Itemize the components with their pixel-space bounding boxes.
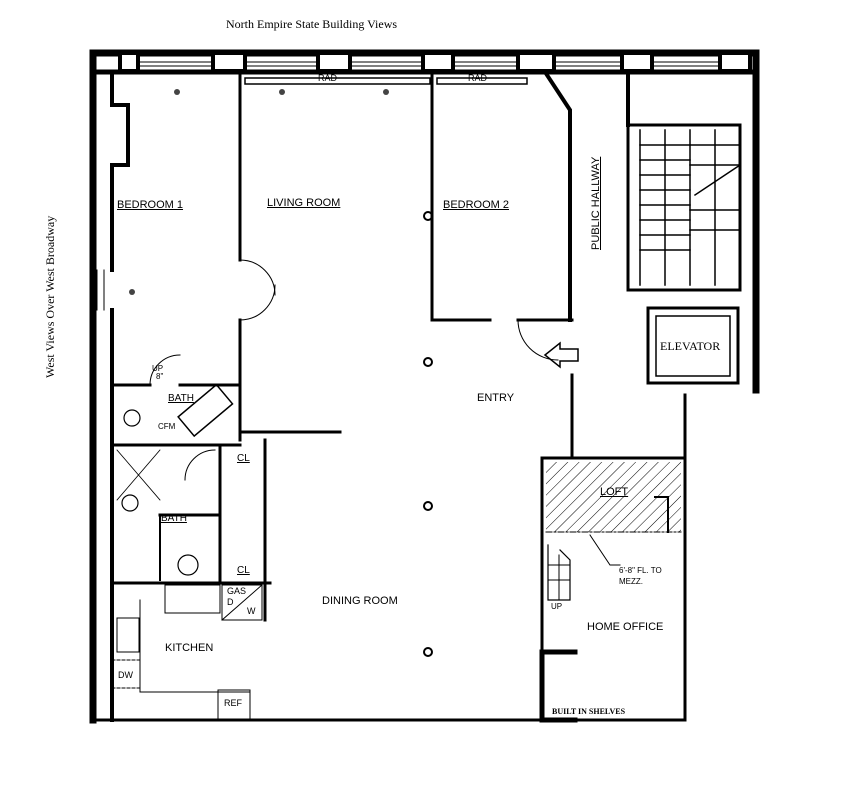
room-label-closet: CL [237,565,250,576]
room-label-living-room: LIVING ROOM [267,197,341,209]
room-label-closet: CL [237,453,250,464]
room-label-kitchen: KITCHEN [165,642,214,654]
room-label-home-office: HOME OFFICE [587,621,664,633]
step-up-label: UP [152,364,164,373]
room-label-bath: BATH [168,393,194,404]
north-views-label: North Empire State Building Views [226,17,398,31]
mezzanine-label: MEZZ. [619,577,643,586]
built-in-shelves-label: BUILT IN SHELVES [552,707,626,716]
room-label-bedroom-2: BEDROOM 2 [443,199,510,211]
stair-up-label: UP [551,602,563,611]
radiator-label: RAD [318,73,338,83]
west-views-label: West Views Over West Broadway [43,215,57,378]
room-label-dining-room: DINING ROOM [322,595,398,607]
dishwasher-label: DW [118,670,133,680]
refrigerator-label: REF [224,698,242,708]
washer-label: W [247,606,256,616]
room-label-entry: ENTRY [477,392,515,404]
step-height-label: 8" [156,372,164,381]
room-label-public-hallway: PUBLIC HALLWAY [590,156,602,250]
dryer-label: D [227,597,234,607]
mezzanine-height-label: 6'-8" FL. TO [619,566,662,575]
cfm-label: CFM [158,422,176,431]
gas-label: GAS [227,586,247,596]
room-label-elevator: ELEVATOR [660,339,721,353]
room-label-loft: LOFT [600,486,629,498]
room-label-bath: BATH [161,513,187,524]
radiator-label: RAD [468,73,488,83]
room-label-bedroom-1: BEDROOM 1 [117,199,184,211]
